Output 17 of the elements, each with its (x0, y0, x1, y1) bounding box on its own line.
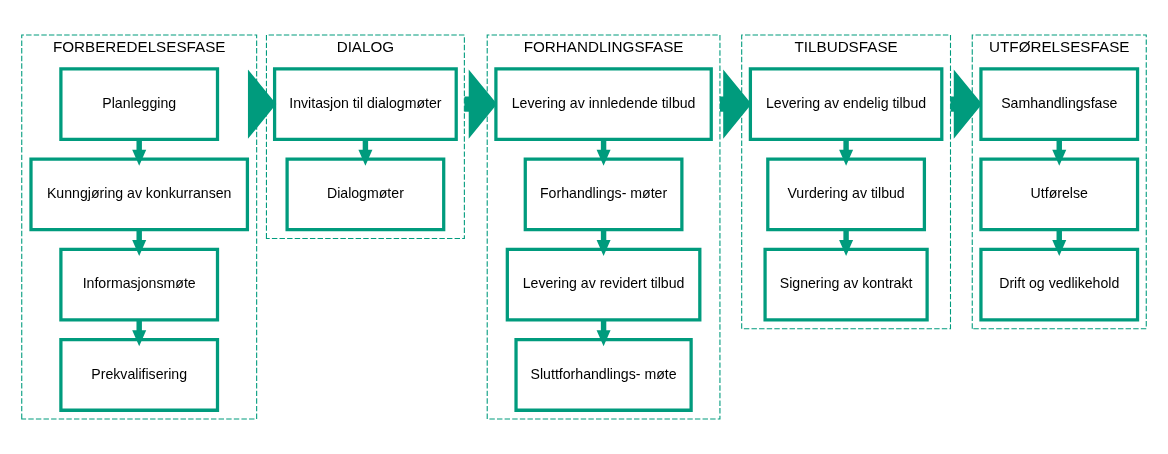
node-box: Forhandlings- møter (523, 157, 684, 232)
node-box: Informasjonsmøte (59, 247, 220, 322)
node-box: Invitasjon til dialogmøter (272, 67, 458, 142)
node-box: Prekvalifisering (59, 337, 220, 412)
node-box: Sluttforhandlings- møte (514, 337, 693, 412)
node-box: Levering av endelig tilbud (748, 67, 944, 142)
node-box: Planlegging (59, 67, 220, 142)
node-box: Signering av kontrakt (763, 247, 929, 322)
node-box: Vurdering av tilbud (766, 157, 927, 232)
node-box: Levering av revidert tilbud (505, 247, 702, 322)
node-box: Drift og vedlikehold (979, 247, 1140, 322)
arrow (247, 69, 277, 139)
node-box: Levering av innledende tilbud (494, 67, 713, 142)
node-box: Dialogmøter (285, 157, 446, 232)
node-box: Utførelse (979, 157, 1140, 232)
node-box: Kunngjøring av konkurransen (29, 157, 250, 232)
node-box: Samhandlingsfase (979, 67, 1140, 142)
